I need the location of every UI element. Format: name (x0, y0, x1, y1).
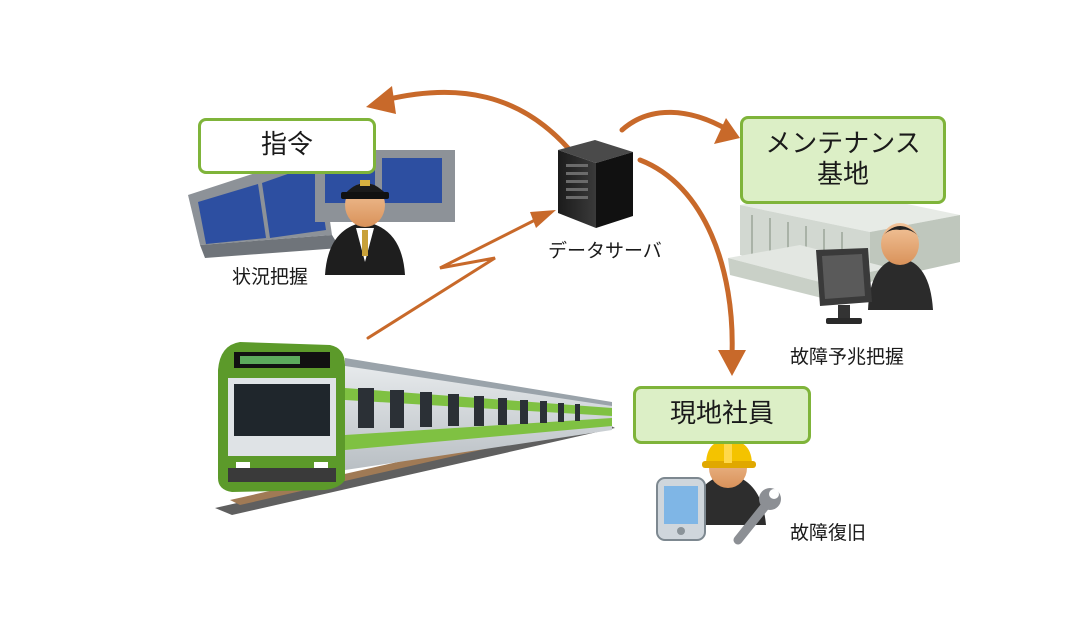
monitor-icon (816, 248, 872, 324)
maintenance-box: メンテナンス 基地 (740, 116, 946, 204)
pda-icon (656, 477, 706, 541)
dispatcher-icon (325, 180, 405, 275)
command-caption: 状況把握 (232, 266, 309, 288)
server-caption: データサーバ (548, 240, 662, 262)
field-staff-caption: 故障復旧 (790, 522, 867, 544)
arrows (366, 89, 735, 358)
arrowhead-command (366, 86, 396, 114)
arrowheads (366, 86, 746, 376)
arrow-server-to-field-staff (637, 157, 735, 358)
command-box: 指令 (198, 118, 376, 174)
arrow-train-to-server (366, 213, 547, 340)
server-icon (558, 140, 633, 228)
arrowhead-field-staff (718, 350, 746, 376)
arrow-server-to-maintenance (619, 109, 731, 133)
field-worker-icon (690, 440, 766, 525)
field-staff-label: 現地社員 (669, 399, 774, 430)
arrowhead-maintenance (714, 118, 740, 144)
maintenance-label-line2: 基地 (816, 160, 869, 190)
maintenance-label-line1: メンテナンス (765, 128, 921, 159)
arrowhead-train-link (530, 210, 556, 228)
command-label: 指令 (260, 130, 313, 161)
maintenance-worker-icon (868, 223, 933, 310)
wrench-icon (733, 488, 781, 545)
field-staff-box: 現地社員 (633, 386, 811, 444)
maintenance-caption: 故障予兆把握 (790, 346, 905, 368)
arrow-server-to-command (382, 89, 571, 151)
train-icon (215, 342, 615, 515)
